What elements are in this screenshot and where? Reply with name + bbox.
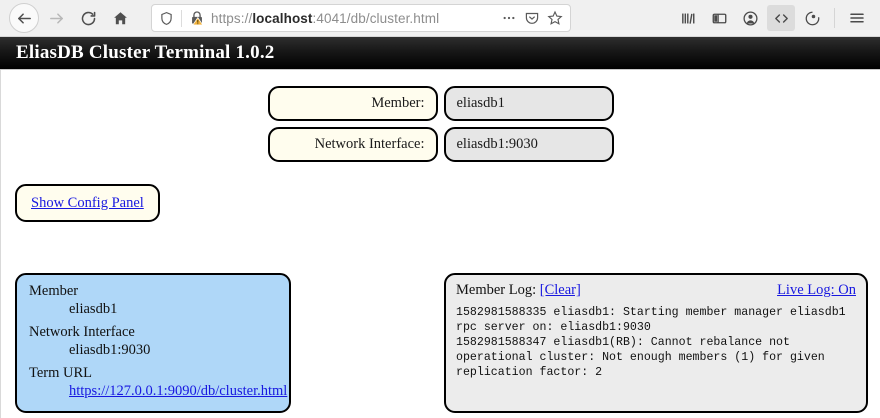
member-info-panel: Member eliasdb1 Network Interface eliasd…	[15, 273, 291, 413]
url-host: localhost	[252, 10, 313, 26]
clear-log-link[interactable]: [Clear]	[539, 282, 581, 298]
url-text[interactable]: https://localhost:4041/db/cluster.html	[211, 11, 494, 26]
urlbar-divider	[181, 9, 182, 27]
member-label: Member:	[267, 86, 438, 121]
page-content: Member: eliasdb1 Network Interface: elia…	[0, 70, 880, 418]
ellipsis-icon[interactable]	[501, 10, 517, 26]
info-term-url-label: Term URL	[29, 365, 93, 381]
member-form: Member: eliasdb1 Network Interface: elia…	[1, 70, 880, 162]
member-value[interactable]: eliasdb1	[443, 86, 614, 121]
info-network-interface-label: Network Interface	[29, 324, 135, 340]
member-log-heading-group: Member Log: [Clear]	[456, 282, 581, 299]
form-row-member: Member: eliasdb1	[267, 86, 614, 121]
member-log-content[interactable]: 1582981588335 eliasdb1: Starting member …	[456, 306, 846, 380]
page-titlebar: EliasDB Cluster Terminal 1.0.2	[0, 37, 880, 70]
address-bar[interactable]: https://localhost:4041/db/cluster.html	[151, 4, 571, 32]
show-config-panel-button[interactable]: Show Config Panel	[15, 184, 160, 222]
member-log-panel: Member Log: [Clear] Live Log: On 1582981…	[444, 273, 868, 413]
forward-button[interactable]	[41, 3, 71, 33]
info-network-interface-value: eliasdb1:9030	[69, 342, 151, 358]
network-interface-label: Network Interface:	[267, 127, 438, 162]
developer-tools-icon[interactable]	[767, 5, 795, 31]
toolbar-right-icons	[674, 5, 871, 31]
lock-warning-icon[interactable]	[189, 10, 205, 26]
network-interface-value[interactable]: eliasdb1:9030	[443, 127, 614, 162]
menu-icon[interactable]	[843, 5, 871, 31]
pocket-icon[interactable]	[524, 10, 540, 26]
config-panel-button-wrapper: Show Config Panel	[15, 184, 880, 222]
live-log-toggle-wrapper: Live Log: On	[777, 282, 856, 299]
sidebar-icon[interactable]	[705, 5, 733, 31]
member-info-list: Member eliasdb1 Network Interface eliasd…	[29, 283, 287, 400]
live-log-toggle[interactable]: Live Log: On	[777, 282, 856, 298]
home-button[interactable]	[105, 3, 135, 33]
info-member-value: eliasdb1	[69, 301, 118, 317]
navigation-buttons	[9, 3, 135, 33]
toolbar-divider	[834, 8, 835, 28]
browser-toolbar: https://localhost:4041/db/cluster.html	[0, 0, 880, 37]
member-log-heading: Member Log:	[456, 282, 537, 298]
url-rest: :4041/db/cluster.html	[312, 10, 440, 26]
back-button[interactable]	[9, 3, 39, 33]
page-title: EliasDB Cluster Terminal 1.0.2	[16, 42, 275, 63]
panels-row: Member eliasdb1 Network Interface eliasd…	[1, 273, 880, 413]
library-icon[interactable]	[674, 5, 702, 31]
info-term-url-value: https://127.0.0.1:9090/db/cluster.html	[69, 383, 287, 400]
sync-icon[interactable]	[798, 5, 826, 31]
url-prefix: https://	[211, 10, 253, 26]
shield-icon[interactable]	[159, 11, 174, 26]
form-row-network-interface: Network Interface: eliasdb1:9030	[267, 127, 614, 162]
info-member-label: Member	[29, 283, 79, 299]
show-config-panel-link[interactable]: Show Config Panel	[31, 194, 144, 211]
reload-button[interactable]	[73, 3, 103, 33]
account-icon[interactable]	[736, 5, 764, 31]
star-icon[interactable]	[547, 10, 563, 26]
term-url-link[interactable]: https://127.0.0.1:9090/db/cluster.html	[69, 383, 288, 399]
member-log-header: Member Log: [Clear] Live Log: On	[456, 282, 856, 299]
